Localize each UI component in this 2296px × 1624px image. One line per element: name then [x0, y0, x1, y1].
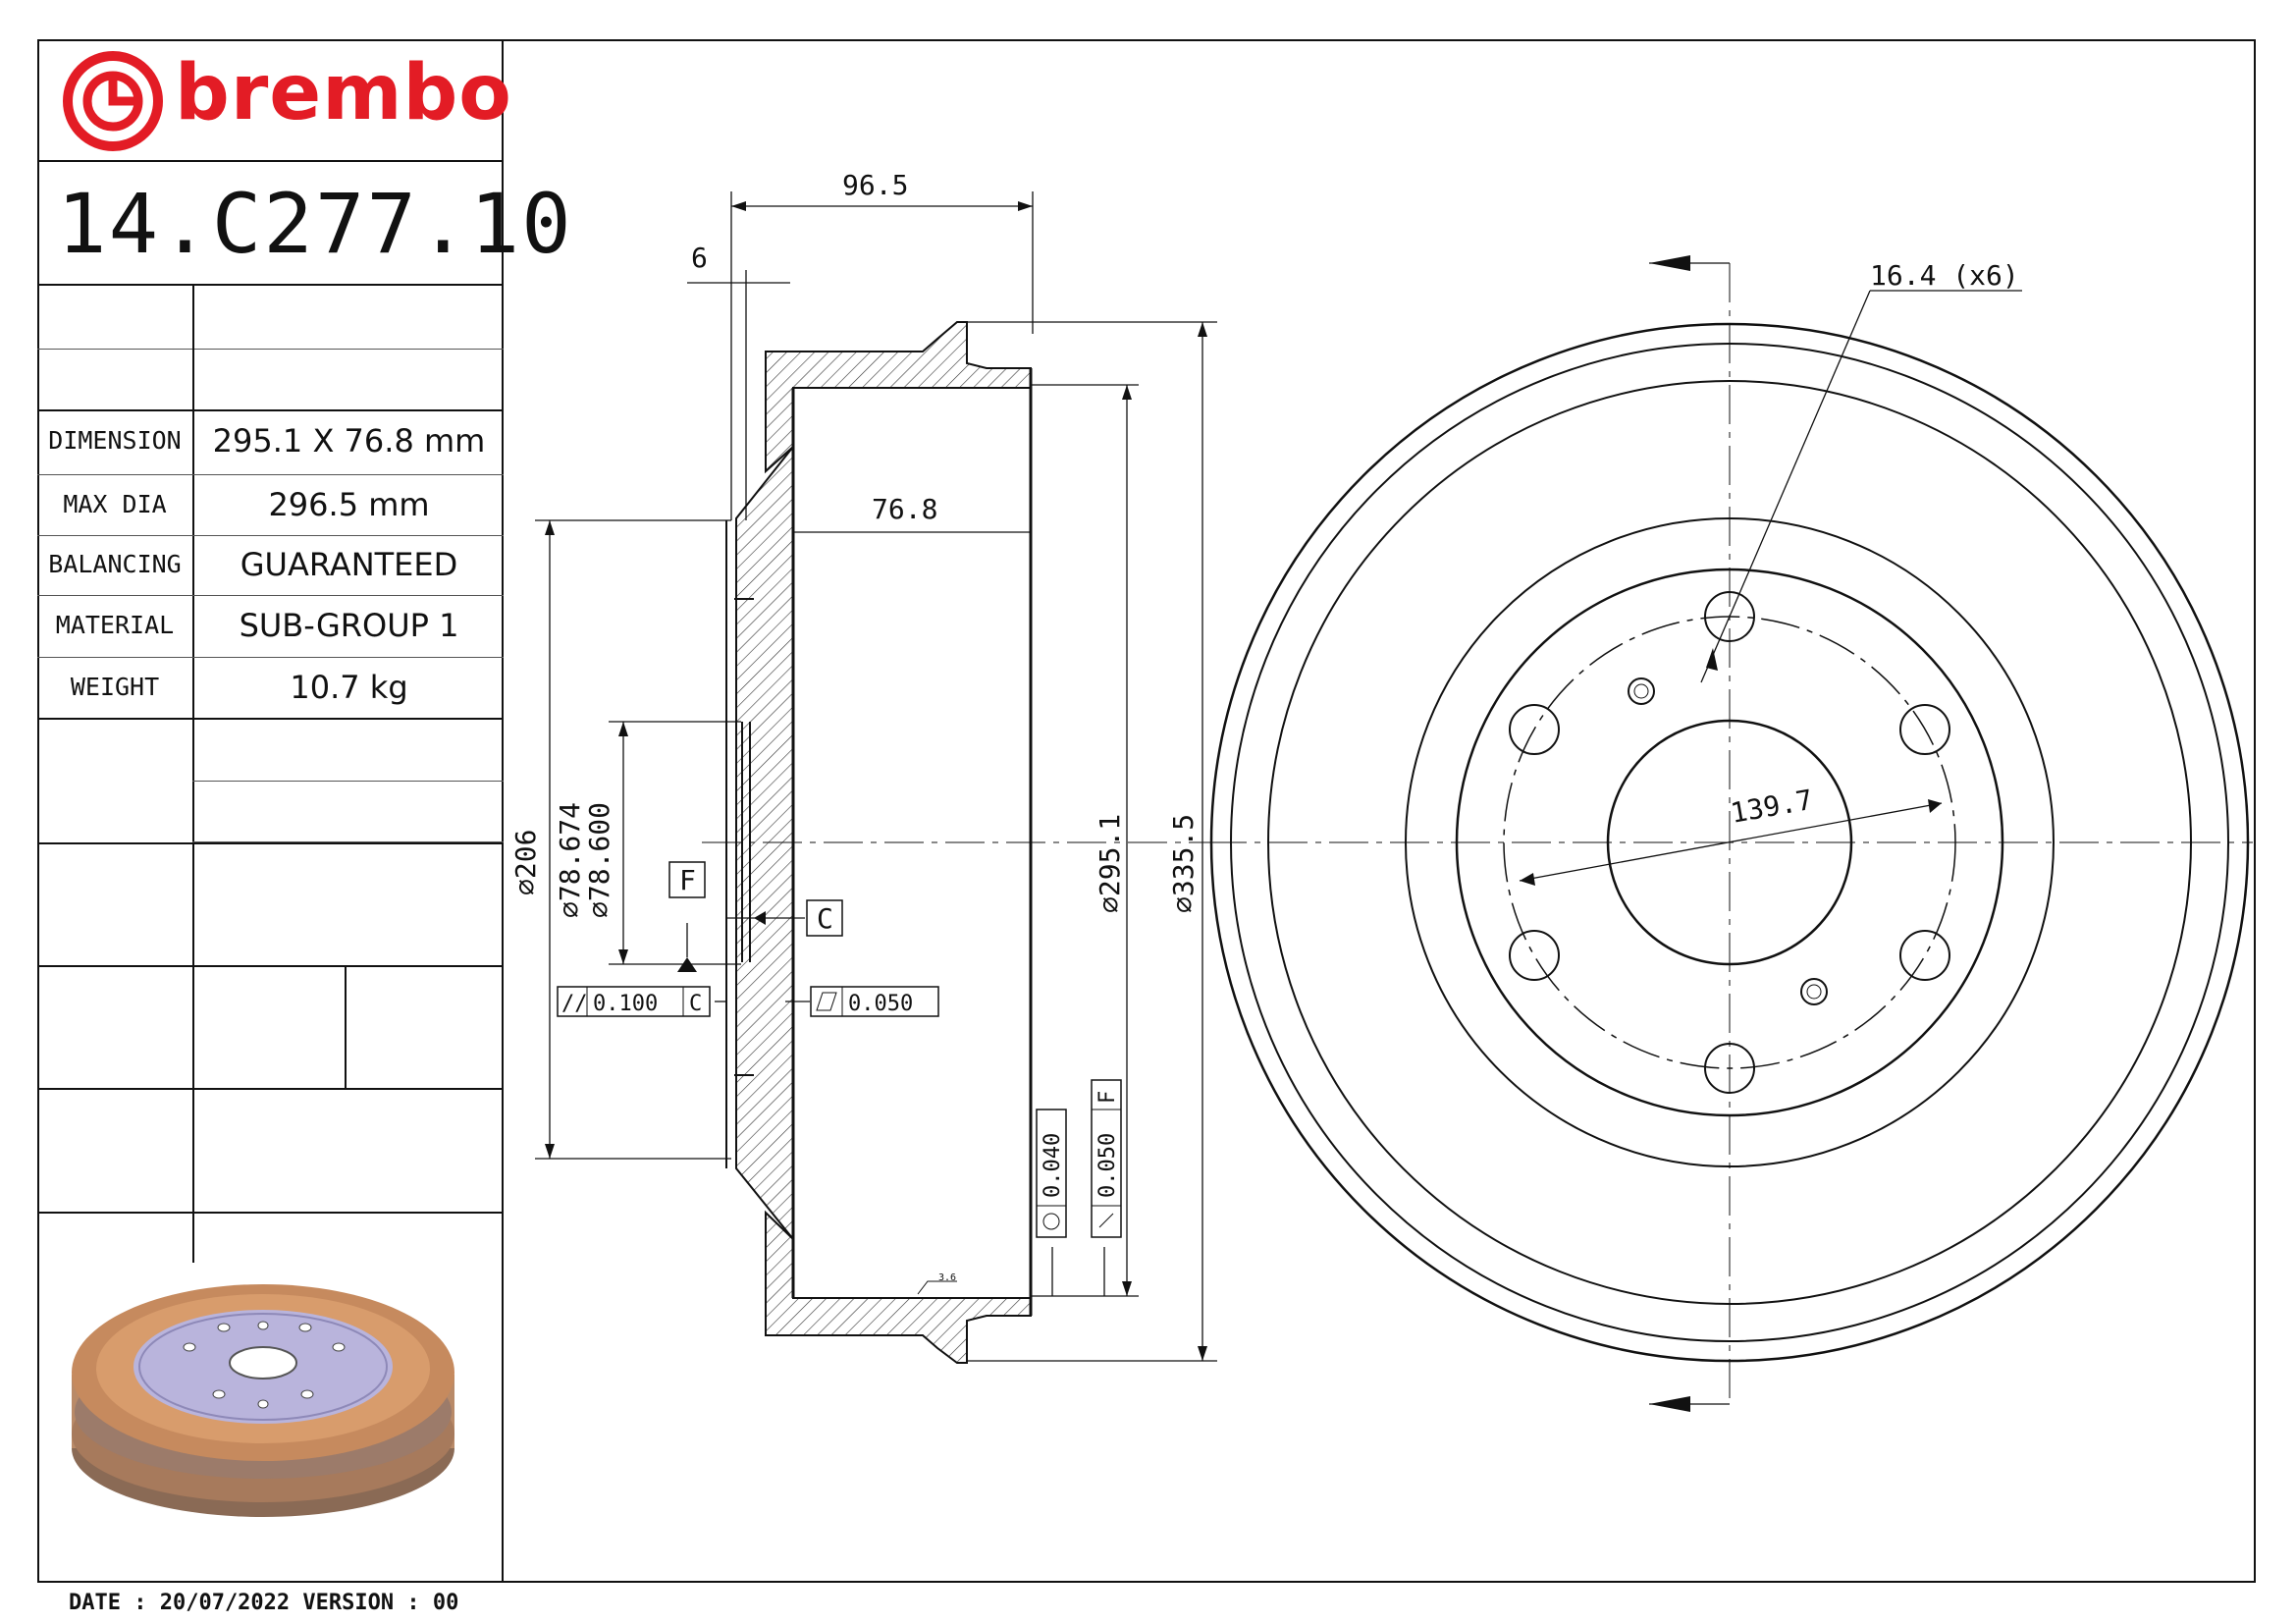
dim-outer-dia: ∅335.5 — [1167, 814, 1200, 913]
front-view — [1207, 262, 2253, 1405]
tol-flatness: 0.050 — [848, 992, 913, 1016]
spec-label-weight: WEIGHT — [70, 673, 160, 701]
tol-parallel-ref: C — [689, 992, 702, 1016]
spec-label-max-dia: MAX DIA — [63, 490, 167, 518]
spec-value-max-dia: 296.5 mm — [268, 486, 430, 523]
dim-overall-width: 96.5 — [842, 169, 908, 201]
spec-value-material: SUB-GROUP 1 — [239, 607, 459, 644]
spec-label-balancing: BALANCING — [48, 550, 182, 578]
part-number: 14.C277.10 — [57, 176, 573, 272]
spec-label-material: MATERIAL — [55, 611, 175, 639]
logo-cell: brembo — [37, 39, 511, 162]
dim-flange-thickness: 6 — [691, 242, 708, 274]
tol-parallel: 0.100 — [593, 992, 658, 1016]
dim-bore-min: ∅78.600 — [583, 802, 615, 918]
brembo-logo-icon — [63, 51, 163, 151]
dim-bolt-hole: 16.4 (x6) — [1870, 259, 2019, 292]
spec-value-dimension: 295.1 X 76.8 mm — [212, 422, 486, 460]
date-version: DATE : 20/07/2022 VERSION : 00 — [69, 1591, 459, 1615]
dim-inner-width: 76.8 — [872, 493, 937, 525]
dim-hub-dia: ∅206 — [509, 830, 542, 895]
spec-value-weight: 10.7 kg — [290, 669, 408, 706]
tol-round: 0.040 — [1041, 1133, 1065, 1198]
svg-text://: // — [561, 992, 588, 1016]
tol-runout-ref: F — [1095, 1091, 1120, 1104]
roughness-value: 3.6 — [938, 1272, 956, 1283]
dim-inner-dia: ∅295.1 — [1094, 814, 1126, 913]
tol-runout: 0.050 — [1095, 1133, 1120, 1198]
datum-c: C — [817, 902, 833, 935]
dim-bore-max: ∅78.674 — [554, 802, 586, 918]
spec-value-balancing: GUARANTEED — [240, 546, 458, 583]
brand-name: brembo — [175, 49, 512, 137]
title-block: brembo 14.C277.10 DIMENSION 295.1 X 76.8… — [37, 39, 571, 1583]
front-arrows — [1520, 255, 1942, 1412]
section-arrows — [545, 201, 1207, 1361]
section-dimension-lines — [535, 191, 1217, 1362]
drawing-frame — [37, 39, 2256, 1583]
spec-label-dimension: DIMENSION — [48, 426, 182, 455]
datum-f: F — [679, 864, 696, 896]
part-number-cell: 14.C277.10 — [37, 162, 571, 286]
dim-pcd: 139.7 — [1728, 784, 1815, 830]
brake-drum-3d-icon — [72, 1284, 454, 1517]
